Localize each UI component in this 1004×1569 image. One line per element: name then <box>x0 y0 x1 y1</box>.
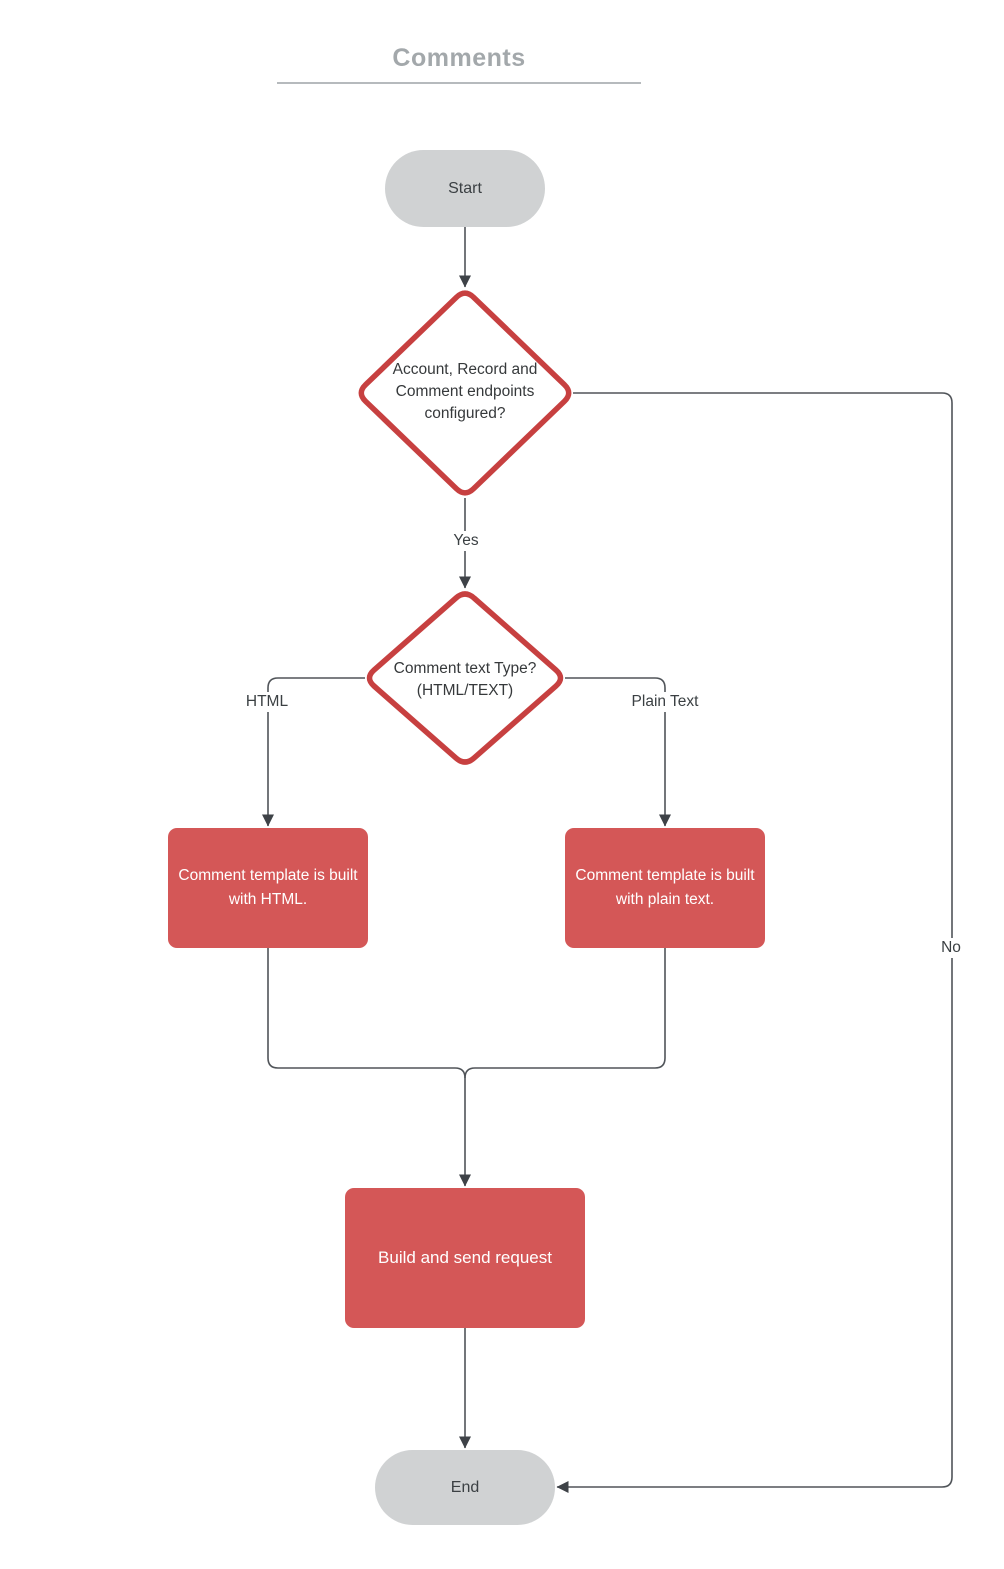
decision-comment-type-line2: (HTML/TEXT) <box>416 682 514 699</box>
decision-comment-type-line1: Comment text Type? <box>393 660 537 677</box>
decision-endpoints-label: Account, Record and Comment endpoints co… <box>392 361 538 422</box>
diagram-title: Comments <box>392 44 526 72</box>
process-html-template-label: Comment template is built with HTML. <box>178 867 358 908</box>
decision-endpoints-diamond <box>358 290 572 496</box>
process-plain-text-template: Comment template is built with plain tex… <box>565 828 765 948</box>
start-label: Start <box>448 179 482 197</box>
edge-label-no: No <box>937 938 965 958</box>
process-build-request-label: Build and send request <box>378 1248 552 1267</box>
edge-html-to-build <box>267 948 471 1187</box>
edge-plain-to-merge <box>464 948 666 1079</box>
edge-html-branch <box>262 677 365 827</box>
edge-plain-text-branch <box>565 677 671 827</box>
end-label: End <box>450 1478 480 1496</box>
decision-comment-type-diamond <box>366 591 564 765</box>
title-underline <box>277 82 641 84</box>
edge-label-html: HTML <box>241 692 293 712</box>
decision-comment-type-label: Comment text Type? (HTML/TEXT) <box>365 658 565 702</box>
process-html-template: Comment template is built with HTML. <box>168 828 368 948</box>
edge-label-plain-text: Plain Text <box>627 692 703 712</box>
edge-label-yes: Yes <box>449 531 483 551</box>
end-node: End <box>375 1450 555 1525</box>
process-plain-text-template-label: Comment template is built with plain tex… <box>575 867 755 908</box>
start-node: Start <box>385 150 545 227</box>
process-build-request: Build and send request <box>345 1188 585 1328</box>
